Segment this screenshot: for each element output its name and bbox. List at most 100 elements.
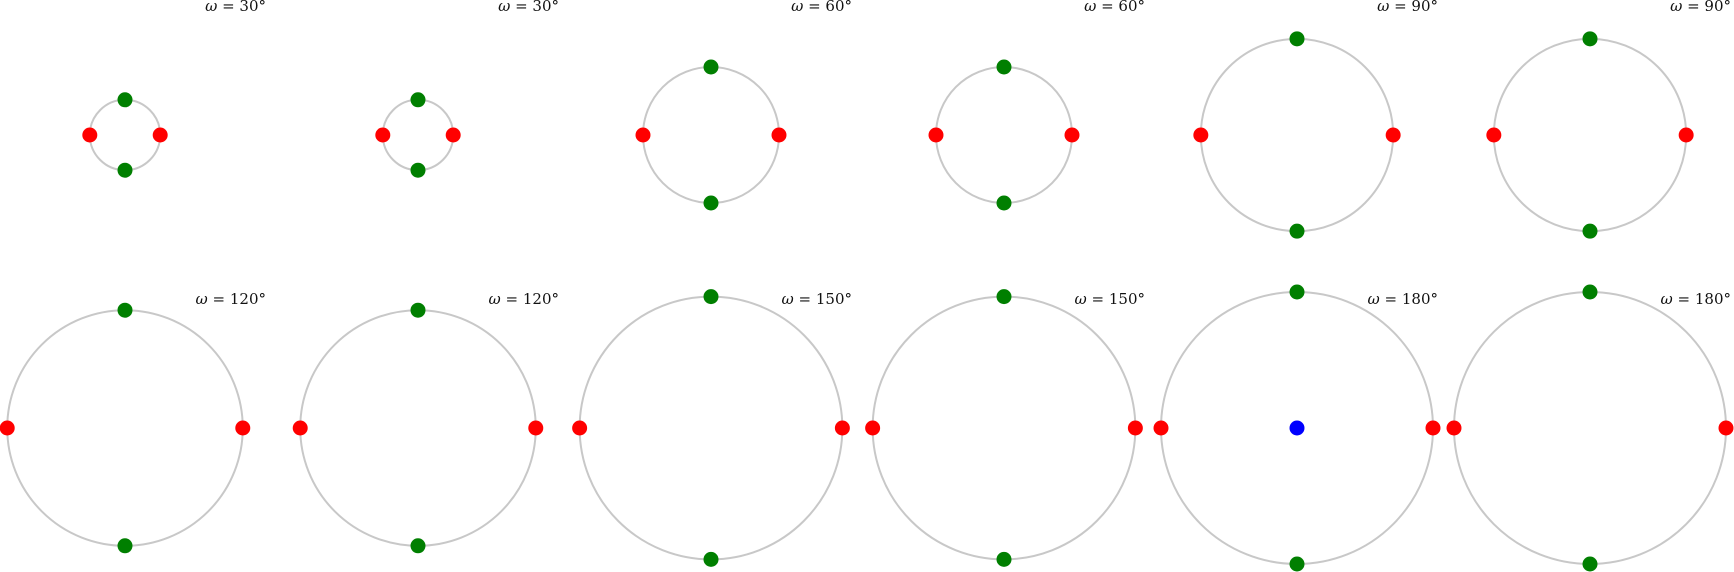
- right-pole-dot: [1718, 420, 1734, 436]
- orbit-circle: [6, 309, 244, 547]
- equals-sign: =: [207, 290, 230, 308]
- omega-symbol: ω: [1660, 290, 1673, 308]
- bottom-pole-dot: [1289, 556, 1305, 572]
- omega-symbol: ω: [791, 0, 804, 15]
- panel-omega-180-b: [1446, 284, 1734, 572]
- omega-symbol: ω: [1367, 290, 1380, 308]
- left-pole-dot: [928, 127, 944, 143]
- orbit-circle: [578, 295, 844, 561]
- panel-omega-90-b: [1486, 31, 1694, 239]
- omega-value: 30: [532, 0, 552, 15]
- bottom-pole-dot: [996, 551, 1012, 567]
- equals-sign: =: [803, 0, 826, 15]
- left-pole-dot: [1486, 127, 1502, 143]
- equals-sign: =: [510, 0, 533, 15]
- omega-symbol: ω: [498, 0, 511, 15]
- equals-sign: =: [793, 290, 816, 308]
- omega-symbol: ω: [1084, 0, 1097, 15]
- bottom-pole-dot: [1582, 556, 1598, 572]
- omega-value: 150: [1108, 290, 1138, 308]
- left-pole-dot: [1153, 420, 1169, 436]
- equals-sign: =: [1096, 0, 1119, 15]
- equals-sign: =: [217, 0, 240, 15]
- omega-value: 60: [1118, 0, 1138, 15]
- omega-value: 120: [522, 290, 552, 308]
- panel-label: ω = 120°: [196, 292, 266, 307]
- right-pole-dot: [1064, 127, 1080, 143]
- omega-symbol: ω: [1377, 0, 1390, 15]
- center-dot: [1289, 420, 1305, 436]
- panel-omega-150-b: [865, 289, 1143, 567]
- degree-sign: °: [844, 290, 853, 308]
- top-pole-dot: [410, 302, 426, 318]
- omega-symbol: ω: [1670, 0, 1683, 15]
- panel-omega-150-a: [572, 289, 850, 567]
- top-pole-dot: [1582, 284, 1598, 300]
- orbit-circle: [1199, 37, 1395, 233]
- bottom-pole-dot: [410, 538, 426, 554]
- omega-value: 90: [1411, 0, 1431, 15]
- right-pole-dot: [445, 127, 461, 143]
- top-pole-dot: [410, 92, 426, 108]
- right-pole-dot: [1385, 127, 1401, 143]
- orbit-circle: [1492, 37, 1688, 233]
- left-pole-dot: [635, 127, 651, 143]
- panel-label: ω = 180°: [1661, 292, 1731, 307]
- omega-value: 60: [825, 0, 845, 15]
- panel-label: ω = 120°: [489, 292, 559, 307]
- degree-sign: °: [1723, 290, 1732, 308]
- left-pole-dot: [0, 420, 15, 436]
- orbit-circle: [381, 98, 455, 172]
- omega-symbol: ω: [488, 290, 501, 308]
- degree-sign: °: [258, 0, 267, 15]
- panel-omega-30-b: [375, 92, 461, 178]
- degree-sign: °: [1137, 0, 1146, 15]
- bottom-pole-dot: [1289, 223, 1305, 239]
- top-pole-dot: [1289, 284, 1305, 300]
- bottom-pole-dot: [410, 162, 426, 178]
- top-pole-dot: [1582, 31, 1598, 47]
- right-pole-dot: [1127, 420, 1143, 436]
- left-pole-dot: [375, 127, 391, 143]
- panel-omega-60-a: [635, 59, 787, 211]
- degree-sign: °: [1723, 0, 1732, 15]
- top-pole-dot: [117, 92, 133, 108]
- equals-sign: =: [1672, 290, 1695, 308]
- equals-sign: =: [1389, 0, 1412, 15]
- panel-label: ω = 60°: [1084, 0, 1145, 14]
- panel-label: ω = 180°: [1368, 292, 1438, 307]
- omega-symbol: ω: [781, 290, 794, 308]
- degree-sign: °: [551, 290, 560, 308]
- panel-label: ω = 150°: [782, 292, 852, 307]
- degree-sign: °: [551, 0, 560, 15]
- bottom-pole-dot: [117, 162, 133, 178]
- right-pole-dot: [771, 127, 787, 143]
- panel-omega-60-b: [928, 59, 1080, 211]
- panel-omega-90-a: [1193, 31, 1401, 239]
- equals-sign: =: [1682, 0, 1705, 15]
- panel-label: ω = 60°: [791, 0, 852, 14]
- left-pole-dot: [1446, 420, 1462, 436]
- top-pole-dot: [117, 302, 133, 318]
- omega-value: 180: [1694, 290, 1724, 308]
- omega-value: 150: [815, 290, 845, 308]
- panel-omega-180-a: [1153, 284, 1441, 572]
- omega-symbol: ω: [1074, 290, 1087, 308]
- left-pole-dot: [572, 420, 588, 436]
- top-pole-dot: [703, 289, 719, 305]
- bottom-pole-dot: [117, 538, 133, 554]
- panel-omega-120-b: [292, 302, 544, 554]
- right-pole-dot: [528, 420, 544, 436]
- degree-sign: °: [1430, 290, 1439, 308]
- panel-label: ω = 150°: [1075, 292, 1145, 307]
- omega-symbol: ω: [195, 290, 208, 308]
- right-pole-dot: [235, 420, 251, 436]
- left-pole-dot: [292, 420, 308, 436]
- panel-omega-120-a: [0, 302, 251, 554]
- panel-label: ω = 30°: [498, 0, 559, 14]
- top-pole-dot: [703, 59, 719, 75]
- orbit-circle: [642, 66, 780, 204]
- omega-value: 180: [1401, 290, 1431, 308]
- right-pole-dot: [1678, 127, 1694, 143]
